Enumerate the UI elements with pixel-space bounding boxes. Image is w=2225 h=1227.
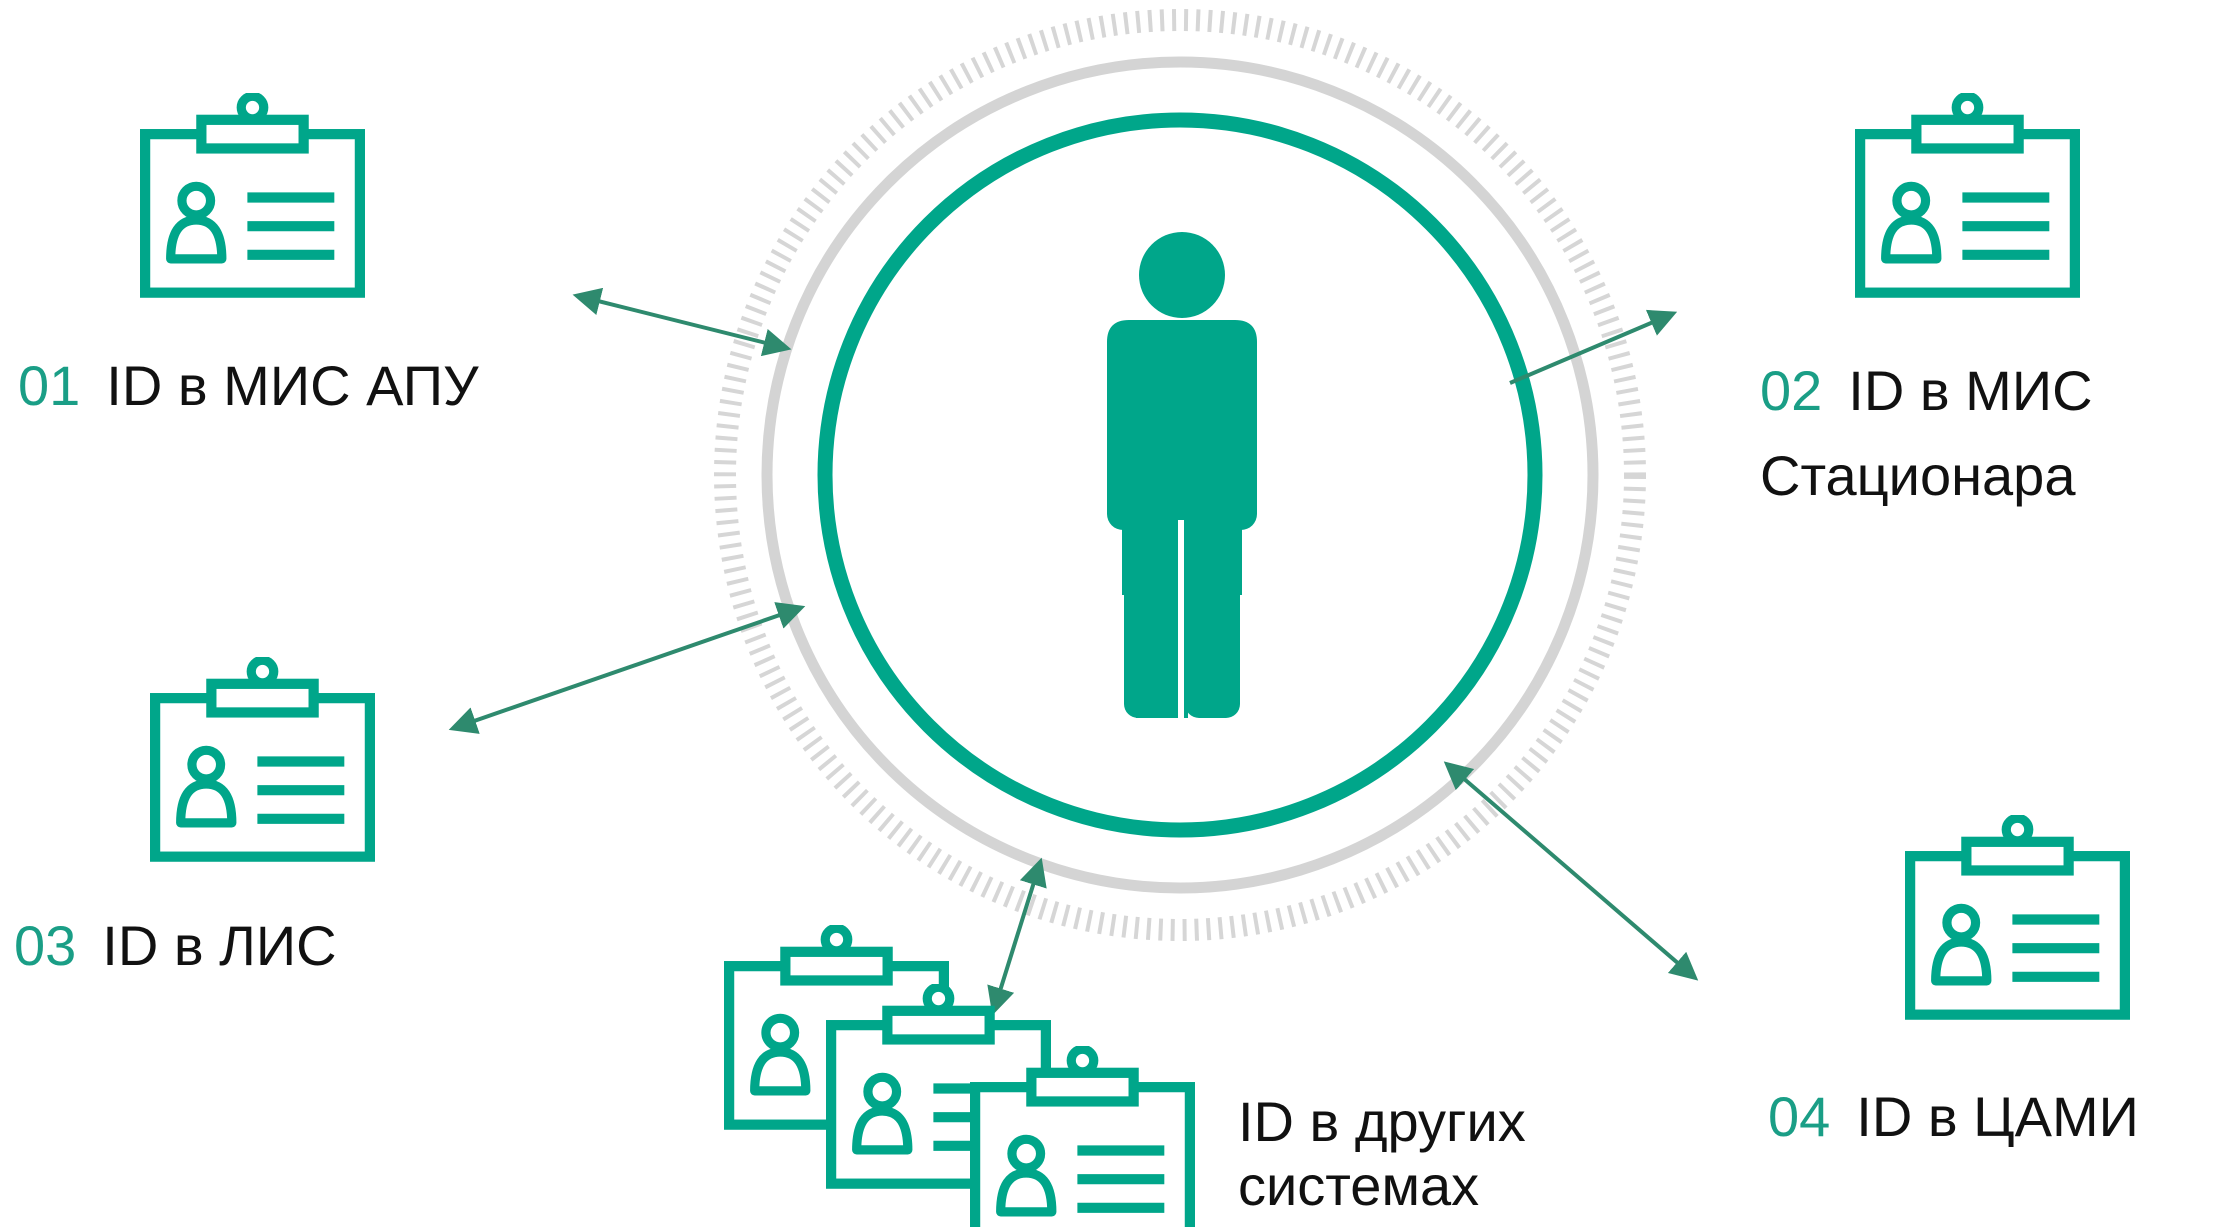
person-icon bbox=[1107, 232, 1257, 718]
outer-dashed-ring bbox=[714, 9, 1646, 941]
arrow-04 bbox=[1443, 761, 1699, 981]
arrow-01 bbox=[572, 287, 792, 357]
id-badge-icon-03 bbox=[155, 660, 370, 856]
system-name: ID в МИС bbox=[1848, 359, 2093, 422]
id-badge-icon-01 bbox=[145, 96, 360, 292]
id-badge-icon-04 bbox=[1910, 818, 2125, 1014]
system-name-line2: системах bbox=[1238, 1154, 1480, 1218]
system-name: ID в ЛИС bbox=[102, 914, 337, 977]
label-system-03: 03 ID в ЛИС bbox=[14, 912, 337, 979]
label-system-04: 04 ID в ЦАМИ bbox=[1768, 1083, 2139, 1150]
label-system-other: ID в других системах bbox=[1238, 1090, 1526, 1219]
system-name: ID в МИС АПУ bbox=[106, 354, 479, 417]
id-badge-stack-icon bbox=[729, 928, 1190, 1227]
teal-ring bbox=[817, 112, 1543, 838]
system-number: 01 bbox=[18, 354, 81, 417]
system-number: 03 bbox=[14, 914, 77, 977]
arrow-03 bbox=[448, 602, 806, 734]
label-system-01: 01 ID в МИС АПУ bbox=[18, 352, 479, 419]
system-name: ID в других bbox=[1238, 1090, 1526, 1153]
system-name: ID в ЦАМИ bbox=[1856, 1085, 2139, 1148]
label-system-02: 02 ID в МИС Стационара bbox=[1760, 357, 2093, 509]
arrow-02 bbox=[1509, 309, 1678, 385]
system-number: 04 bbox=[1768, 1085, 1831, 1148]
id-badge-icon-02 bbox=[1860, 96, 2075, 292]
system-number: 02 bbox=[1760, 359, 1823, 422]
arrow-other bbox=[987, 857, 1047, 1016]
system-name-line2: Стационара bbox=[1760, 444, 2076, 508]
gray-ring bbox=[761, 56, 1599, 894]
